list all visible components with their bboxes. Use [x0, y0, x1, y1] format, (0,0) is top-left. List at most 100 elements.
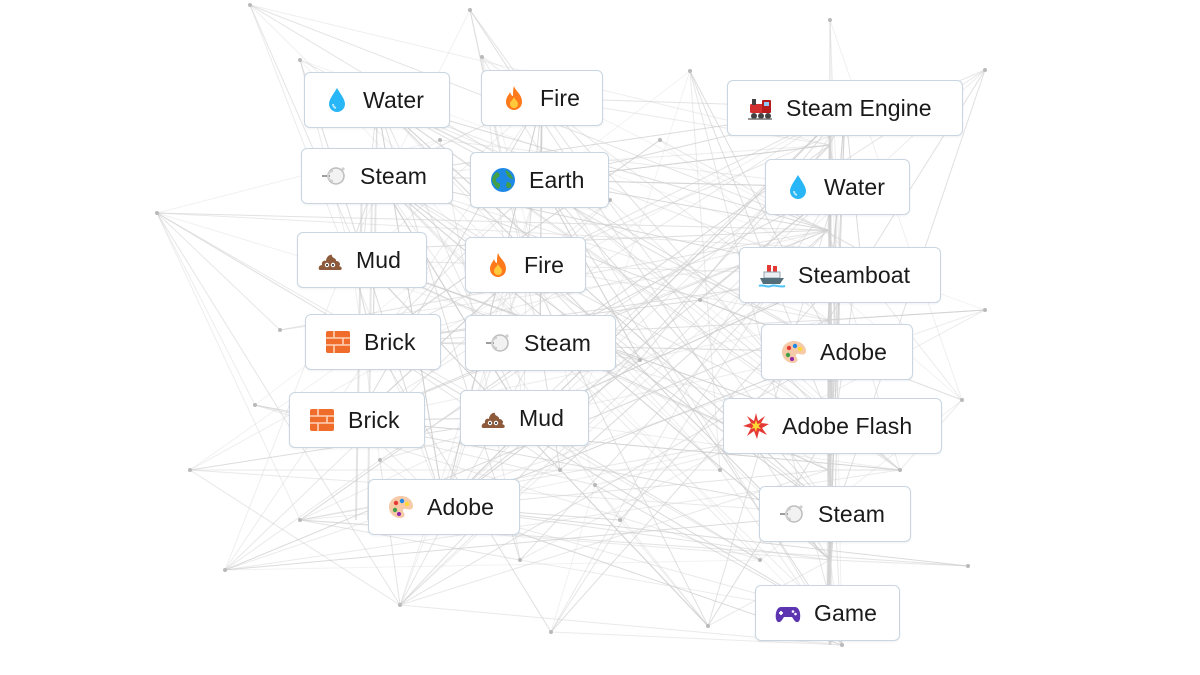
- steam-icon: [484, 329, 512, 357]
- connection-line: [349, 229, 829, 251]
- brick-icon: [308, 406, 336, 434]
- element-label: Steam Engine: [786, 94, 932, 121]
- connection-node: [253, 403, 257, 407]
- element-label: Fire: [540, 84, 581, 111]
- connection-line: [689, 70, 721, 471]
- connection-line: [372, 341, 828, 614]
- mud-pile-icon: [316, 246, 344, 274]
- element-label: Fire: [524, 251, 565, 278]
- connection-node: [298, 58, 302, 62]
- connection-line: [550, 631, 843, 646]
- ship-icon: [758, 261, 786, 289]
- connection-line: [156, 212, 256, 406]
- fire-icon: [484, 251, 512, 279]
- paint-palette-icon: [387, 493, 415, 521]
- element-chip-steam-engine[interactable]: Steam Engine: [727, 80, 963, 136]
- connection-line: [156, 212, 861, 251]
- connection-line: [356, 419, 901, 471]
- element-chip-brick-2[interactable]: Brick: [289, 392, 425, 448]
- connection-line: [156, 212, 829, 231]
- element-chip-steamboat[interactable]: Steamboat: [739, 247, 941, 303]
- connection-line: [827, 309, 986, 321]
- element-chip-steam-3[interactable]: Steam: [759, 486, 911, 542]
- connection-node: [706, 624, 710, 628]
- element-chip-brick[interactable]: Brick: [305, 314, 441, 370]
- connection-line: [356, 419, 901, 471]
- element-chip-earth[interactable]: Earth: [470, 152, 609, 208]
- element-label: Brick: [364, 328, 416, 355]
- connection-line: [399, 351, 838, 606]
- element-label: Adobe: [820, 338, 888, 365]
- element-chip-adobe-2[interactable]: Adobe: [761, 324, 913, 380]
- connection-line: [224, 249, 351, 571]
- connection-line: [299, 519, 521, 561]
- fire-icon: [500, 84, 528, 112]
- connection-node: [378, 458, 382, 462]
- connection-node: [549, 630, 553, 634]
- element-label: Steam: [818, 500, 885, 527]
- element-chip-fire-2[interactable]: Fire: [465, 237, 586, 293]
- element-chip-game[interactable]: Game: [755, 585, 900, 641]
- element-label: Steam: [524, 329, 591, 356]
- connection-node: [608, 198, 612, 202]
- locomotive-icon: [746, 94, 774, 122]
- connection-line: [376, 175, 525, 419]
- element-chip-water-2[interactable]: Water: [765, 159, 910, 215]
- steam-icon: [778, 500, 806, 528]
- connection-line: [619, 274, 841, 521]
- connection-line: [539, 179, 641, 361]
- element-chip-steam[interactable]: Steam: [301, 148, 453, 204]
- element-chip-steam-2[interactable]: Steam: [465, 315, 616, 371]
- connection-node: [593, 483, 597, 487]
- connection-line: [376, 99, 838, 353]
- mud-pile-icon: [479, 404, 507, 432]
- element-chip-fire[interactable]: Fire: [481, 70, 603, 126]
- connection-line: [399, 469, 829, 606]
- element-chip-water[interactable]: Water: [304, 72, 450, 128]
- element-chip-mud[interactable]: Mud: [297, 232, 427, 288]
- connection-line: [372, 99, 378, 343]
- water-drop-icon: [323, 86, 351, 114]
- connection-line: [539, 97, 543, 344]
- connection-line: [156, 212, 761, 561]
- connection-node: [983, 68, 987, 72]
- connection-line: [834, 274, 841, 515]
- connection-line: [376, 99, 838, 353]
- element-chip-adobe-flash[interactable]: Adobe Flash: [723, 398, 942, 454]
- element-chip-mud-2[interactable]: Mud: [460, 390, 589, 446]
- connection-line: [224, 559, 761, 571]
- connection-node: [480, 55, 484, 59]
- connection-line: [376, 175, 838, 353]
- connection-line: [299, 519, 521, 561]
- connection-line: [659, 139, 861, 251]
- element-label: Steamboat: [798, 261, 911, 288]
- element-label: Mud: [519, 404, 565, 431]
- connection-node: [966, 564, 970, 568]
- connection-node: [688, 69, 692, 73]
- connection-line: [539, 179, 836, 515]
- connection-line: [156, 212, 301, 521]
- connection-node: [960, 398, 964, 402]
- water-drop-icon: [784, 173, 812, 201]
- connection-node: [618, 518, 622, 522]
- connection-line: [376, 175, 838, 353]
- connection-line: [443, 506, 969, 567]
- element-label: Earth: [529, 166, 585, 193]
- connection-line: [349, 9, 471, 251]
- connection-node: [188, 468, 192, 472]
- connection-node: [298, 518, 302, 522]
- element-label: Adobe: [427, 493, 495, 520]
- earth-globe-icon: [489, 166, 517, 194]
- connection-line: [619, 519, 709, 627]
- element-label: Game: [814, 599, 878, 626]
- connection-node: [718, 468, 722, 472]
- brick-icon: [324, 328, 352, 356]
- connection-line: [224, 513, 836, 571]
- connection-line: [249, 4, 363, 261]
- element-chip-adobe[interactable]: Adobe: [368, 479, 520, 535]
- connection-node: [155, 211, 159, 215]
- element-label: Mud: [356, 246, 402, 273]
- element-label: Water: [824, 173, 885, 200]
- connection-line: [399, 342, 541, 606]
